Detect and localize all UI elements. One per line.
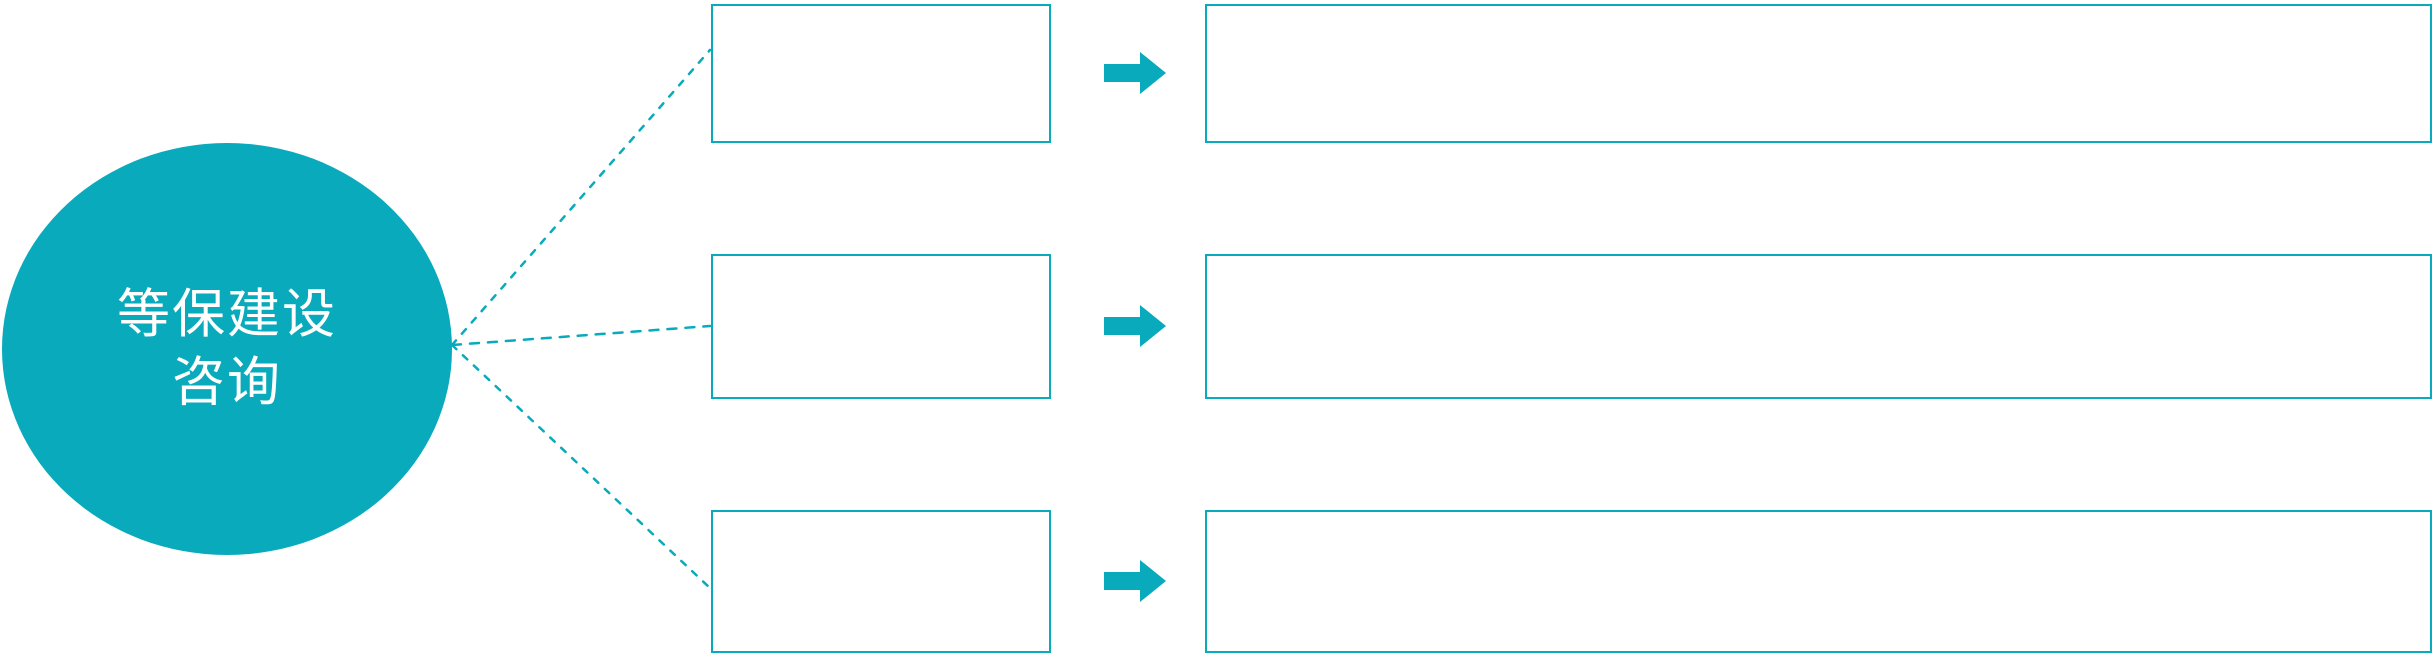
- arrow-right-icon-2: [1104, 303, 1166, 349]
- hub-label: 等保建设 咨询: [117, 285, 337, 412]
- category-box-1[interactable]: [711, 4, 1051, 143]
- category-box-3[interactable]: [711, 510, 1051, 653]
- detail-box-2[interactable]: [1205, 254, 2432, 399]
- connector-line-1: [450, 48, 712, 347]
- arrow-right-icon-3: [1104, 558, 1166, 604]
- detail-box-3[interactable]: [1205, 510, 2432, 653]
- connector-line-3: [450, 343, 712, 590]
- hub-circle[interactable]: 等保建设 咨询: [2, 143, 452, 555]
- arrow-right-icon-1: [1104, 50, 1166, 96]
- category-box-2[interactable]: [711, 254, 1051, 399]
- detail-box-1[interactable]: [1205, 4, 2432, 143]
- connector-line-2: [450, 324, 712, 347]
